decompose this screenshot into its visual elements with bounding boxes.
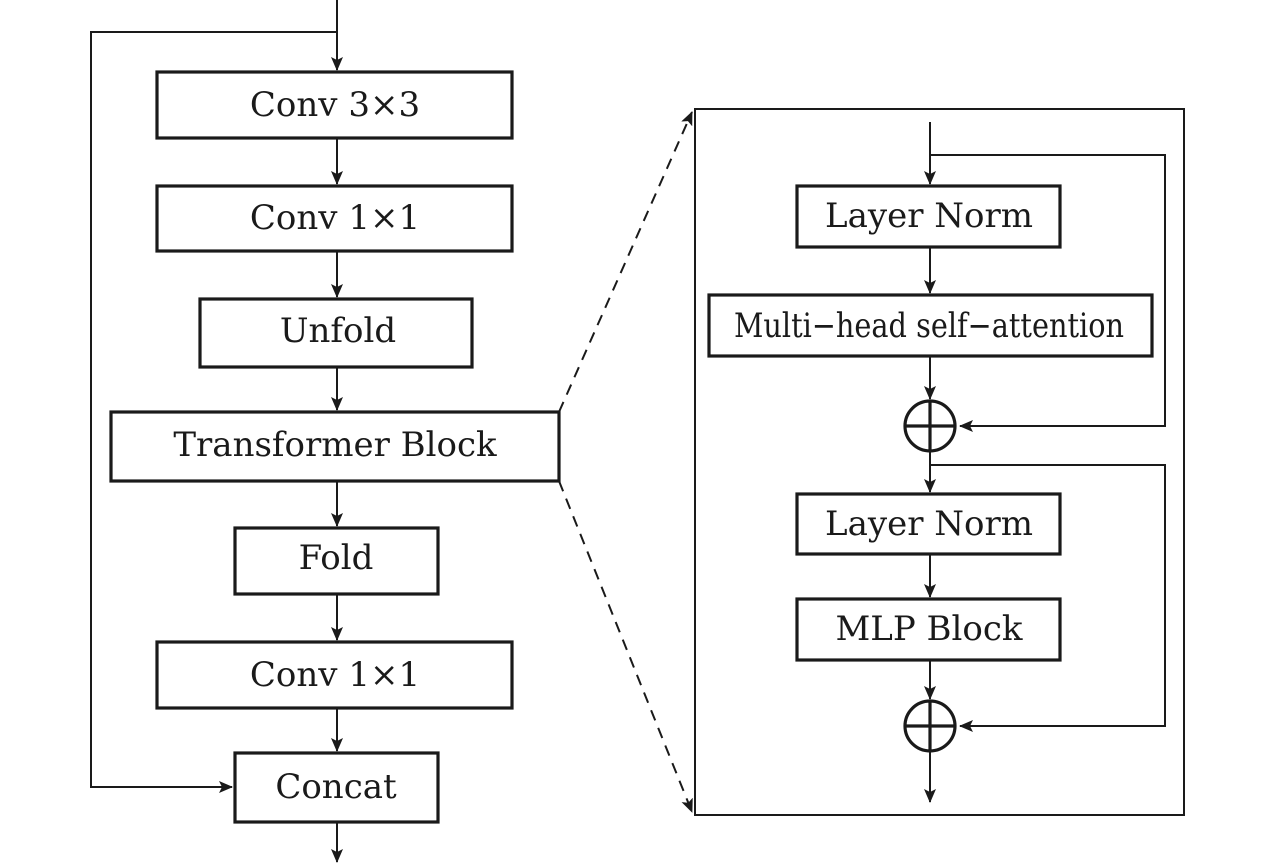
layer-norm-node-1: Layer Norm <box>795 184 1062 249</box>
fold-node: Fold <box>233 526 440 596</box>
mlp-block-label: MLP Block <box>835 609 1022 649</box>
add-node-2 <box>903 699 957 753</box>
conv1x1-node-b: Conv 1×1 <box>155 640 514 710</box>
conv3x3-node: Conv 3×3 <box>155 70 514 140</box>
conv1x1-label-b: Conv 1×1 <box>250 655 420 695</box>
mlp-block-node: MLP Block <box>795 597 1062 662</box>
conv1x1-node-a: Conv 1×1 <box>155 184 514 253</box>
fold-label: Fold <box>299 538 374 578</box>
transformer-block-node: Transformer Block <box>109 410 561 483</box>
mhsa-node: Multi−head self−attention <box>707 293 1154 358</box>
transformer-detail-frame <box>694 108 1185 816</box>
conv3x3-label: Conv 3×3 <box>250 85 420 125</box>
layer-norm-label-2: Layer Norm <box>825 504 1033 544</box>
skip-connection <box>90 31 337 793</box>
transformer-detail: Layer Norm Multi−head self−attention Lay… <box>694 108 1185 816</box>
conv1x1-label-a: Conv 1×1 <box>250 198 420 238</box>
add-node-1 <box>903 399 957 453</box>
residual-connection-1 <box>930 154 1166 432</box>
zoom-connector-bottom <box>558 480 693 813</box>
mhsa-label: Multi−head self−attention <box>734 306 1124 346</box>
unfold-node: Unfold <box>198 297 474 369</box>
zoom-connector-top <box>558 111 693 413</box>
layer-norm-label-1: Layer Norm <box>825 196 1033 236</box>
left-pipeline: Conv 3×3 Conv 1×1 Unfold Transformer Blo… <box>90 0 561 863</box>
residual-connection-2 <box>930 464 1166 732</box>
transformer-block-label: Transformer Block <box>173 425 497 465</box>
concat-label: Concat <box>275 767 397 807</box>
concat-node: Concat <box>233 751 440 824</box>
unfold-label: Unfold <box>280 311 396 351</box>
layer-norm-node-2: Layer Norm <box>795 492 1062 556</box>
